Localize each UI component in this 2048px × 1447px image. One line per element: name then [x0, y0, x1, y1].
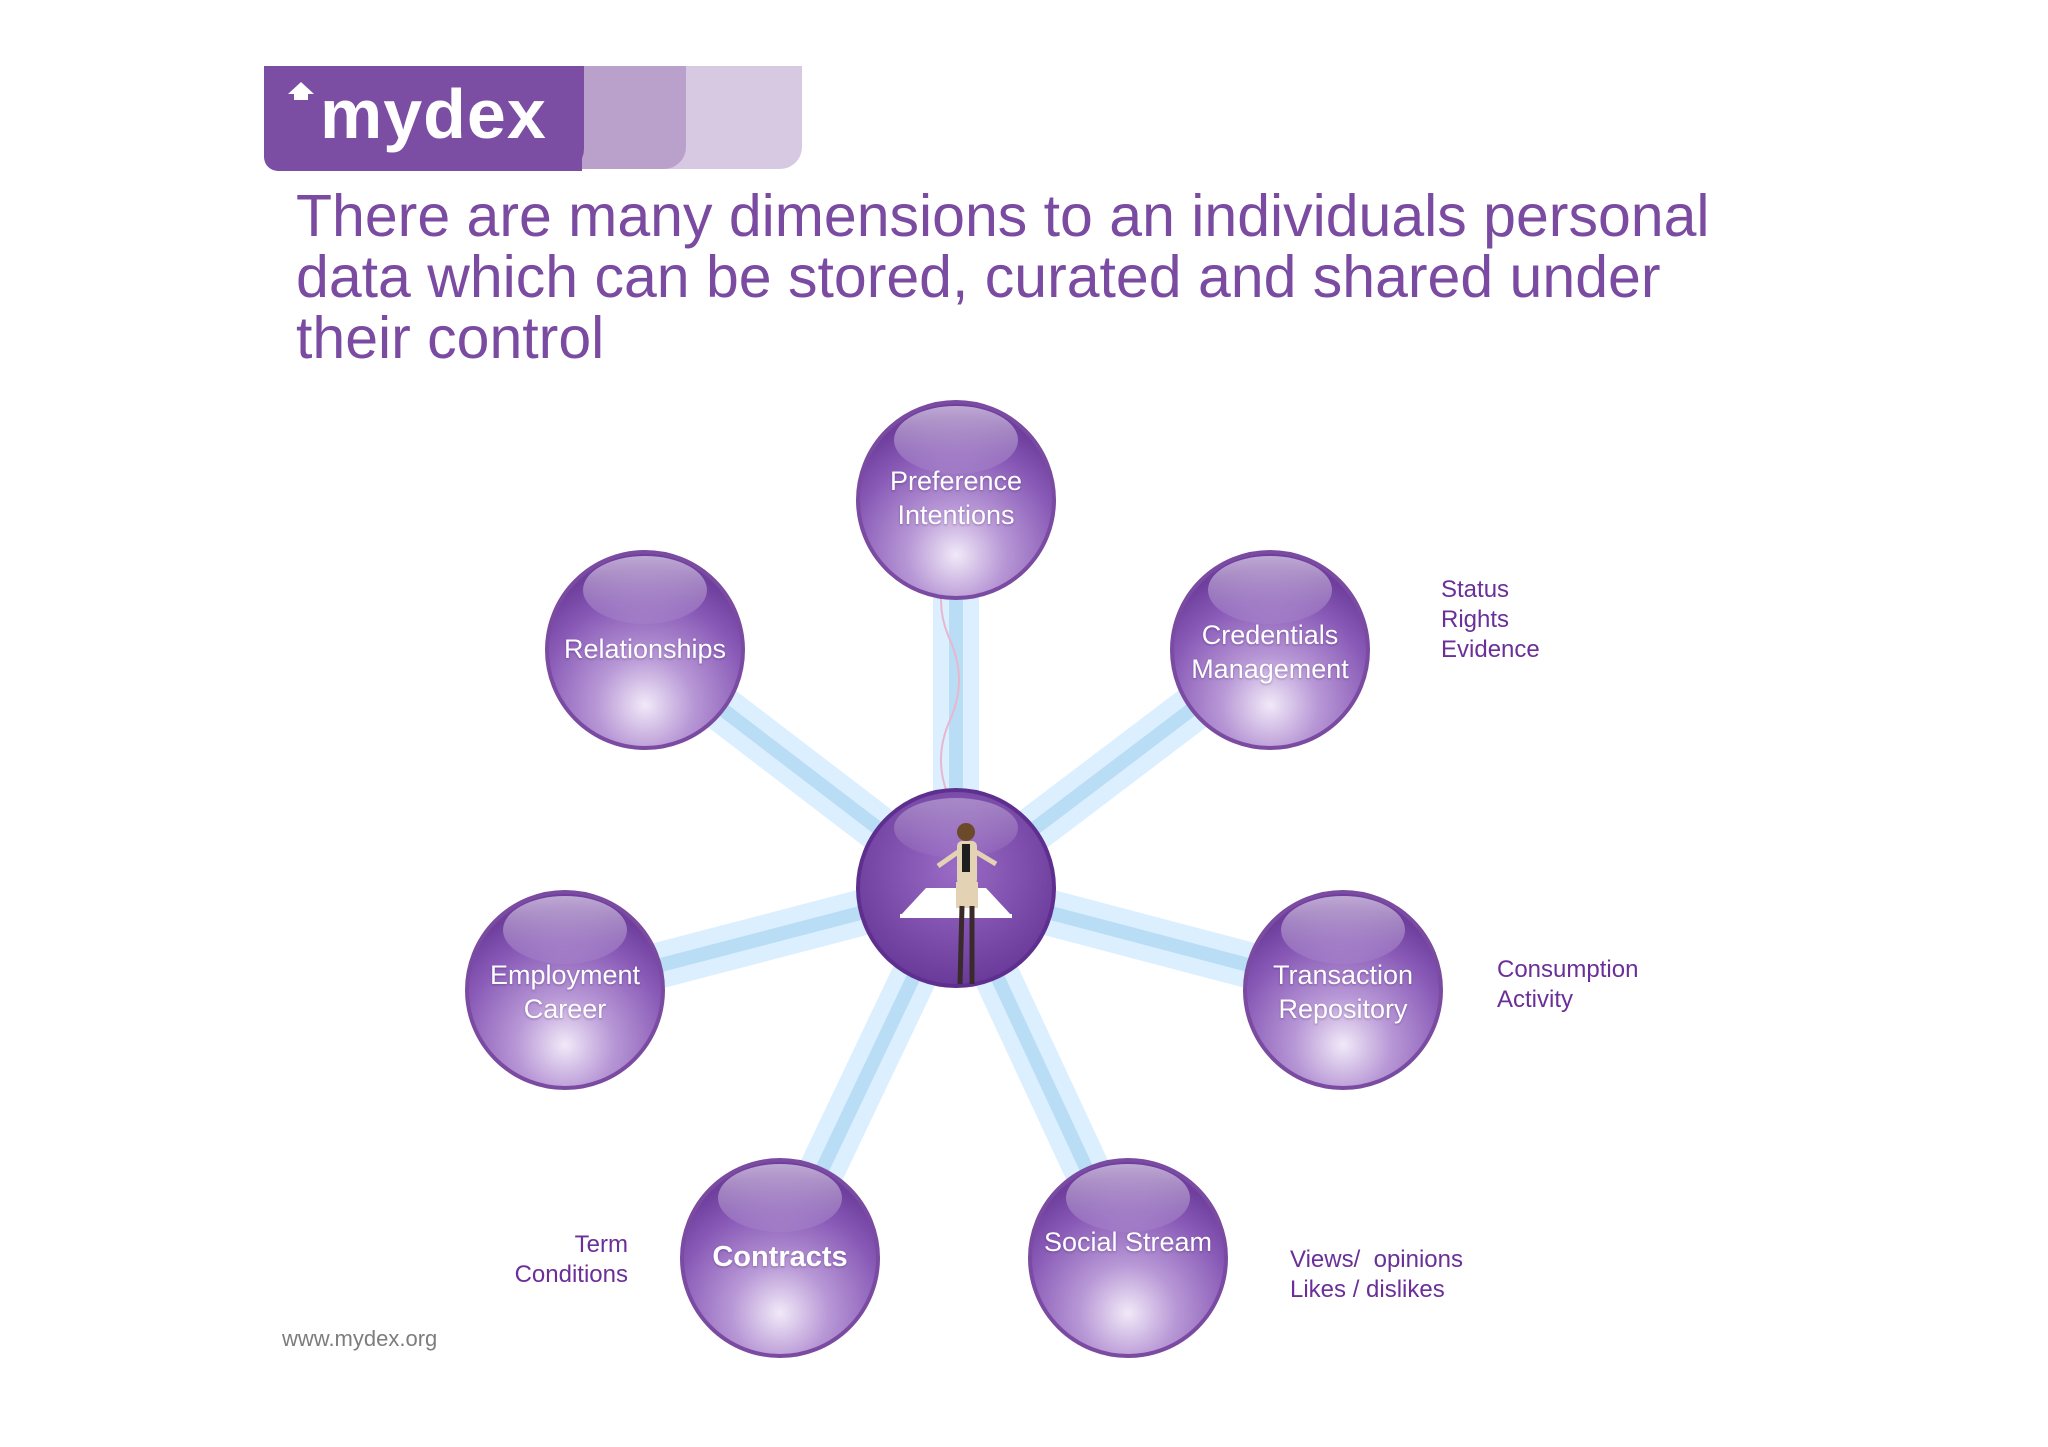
footer-url: www.mydex.org	[282, 1326, 438, 1351]
node-label-social: Social Stream	[1043, 1227, 1213, 1257]
sphere-preference	[856, 400, 1056, 600]
node-label-transaction: Transaction Repository	[1272, 960, 1414, 1024]
note-social: Views/ opinions Likes / dislikes	[1290, 1245, 1463, 1305]
note-credentials: Status Rights Evidence	[1441, 575, 1540, 665]
house-caret-icon	[288, 82, 314, 100]
node-label-employment: Employment Career	[489, 960, 641, 1024]
page-title: There are many dimensions to an individu…	[296, 183, 1710, 371]
sphere-contracts	[680, 1158, 880, 1358]
hub-person	[856, 788, 1056, 988]
note-line: Views/ opinions	[1290, 1246, 1463, 1273]
note-line: Status	[1441, 576, 1510, 603]
logo-wordmark: mydex	[320, 75, 547, 153]
sphere-employment	[465, 890, 665, 1090]
note-transaction: Consumption Activity	[1497, 955, 1638, 1015]
note-line: Consumption	[1497, 956, 1639, 983]
sphere-transaction	[1243, 890, 1443, 1090]
node-label-contracts: Contracts	[712, 1241, 848, 1273]
person-icon	[936, 823, 998, 985]
sphere-relationships	[545, 550, 745, 750]
note-line: Conditions	[514, 1261, 628, 1288]
note-contracts: Term Conditions	[470, 1230, 628, 1290]
mydex-logo: mydex	[264, 66, 804, 171]
logo-tab-main	[264, 66, 584, 171]
sphere-credentials	[1170, 550, 1370, 750]
note-line: Rights	[1441, 606, 1510, 633]
note-line: Activity	[1497, 986, 1574, 1013]
sphere-social	[1028, 1158, 1228, 1358]
node-label-relationships: Relationships	[563, 634, 727, 664]
note-line: Likes / dislikes	[1290, 1276, 1445, 1303]
node-label-credentials: Credentials Management	[1191, 620, 1349, 684]
node-label-preference: Preference Intentions	[889, 466, 1023, 530]
note-line: Term	[574, 1231, 628, 1258]
note-line: Evidence	[1441, 636, 1540, 663]
